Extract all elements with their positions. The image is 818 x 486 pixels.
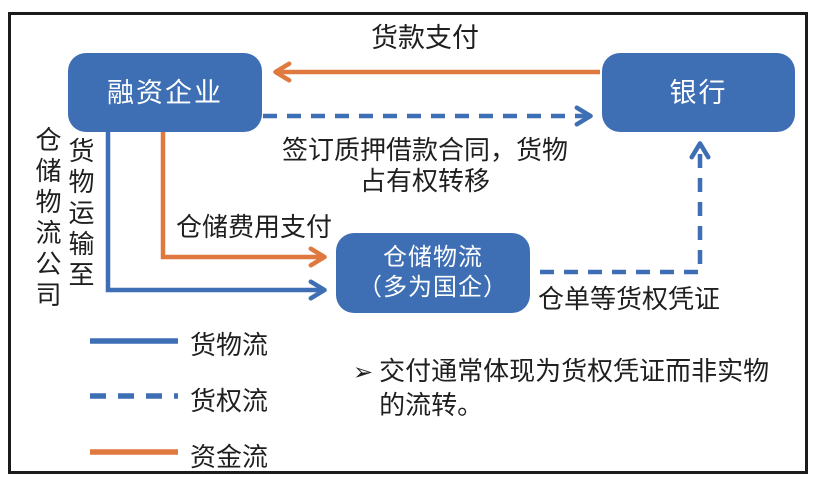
legend-label-rights-flow: 货权流 xyxy=(190,387,269,416)
pledge-contract-label-line2: 占有权转移 xyxy=(359,167,490,196)
goods-transport-arrow xyxy=(105,132,322,290)
pledge-contract-label-line1: 签订质押借款合同，货物 xyxy=(281,136,568,165)
pledge-contract-label: 签订质押借款合同，货物 占有权转移 xyxy=(268,135,582,197)
warehouse-receipt-label: 仓单等货权凭证 xyxy=(538,285,721,314)
warehouse-receipt-arrow xyxy=(540,146,700,275)
payment-arrow-label: 货款支付 xyxy=(371,23,479,53)
legend-label-goods-flow: 货物流 xyxy=(190,331,269,360)
storage-fee-arrow xyxy=(160,132,322,257)
storage-fee-label: 仓储费用支付 xyxy=(176,213,333,242)
node-warehouse-logistics: 仓储物流 （多为国企） xyxy=(336,233,530,313)
goods-transport-vertical-label: 货物运输至 xyxy=(65,137,94,292)
note-block: ➢ 交付通常体现为货权凭证而非实物的流转。 xyxy=(353,355,783,423)
warehouse-company-vertical-label: 仓储物流公司 xyxy=(32,126,61,312)
node-warehouse-label-line1: 仓储物流 xyxy=(383,245,483,271)
node-financing-enterprise: 融资企业 xyxy=(68,53,262,132)
note-text: 交付通常体现为货权凭证而非实物的流转。 xyxy=(379,357,770,420)
node-financing-label: 融资企业 xyxy=(107,77,223,108)
node-bank-label: 银行 xyxy=(669,77,728,108)
legend-label-funds-flow: 资金流 xyxy=(190,443,269,472)
node-warehouse-label-line2: （多为国企） xyxy=(358,275,508,301)
node-bank: 银行 xyxy=(602,53,795,132)
diagram-border xyxy=(8,12,808,474)
note-bullet-icon: ➢ xyxy=(353,358,374,386)
